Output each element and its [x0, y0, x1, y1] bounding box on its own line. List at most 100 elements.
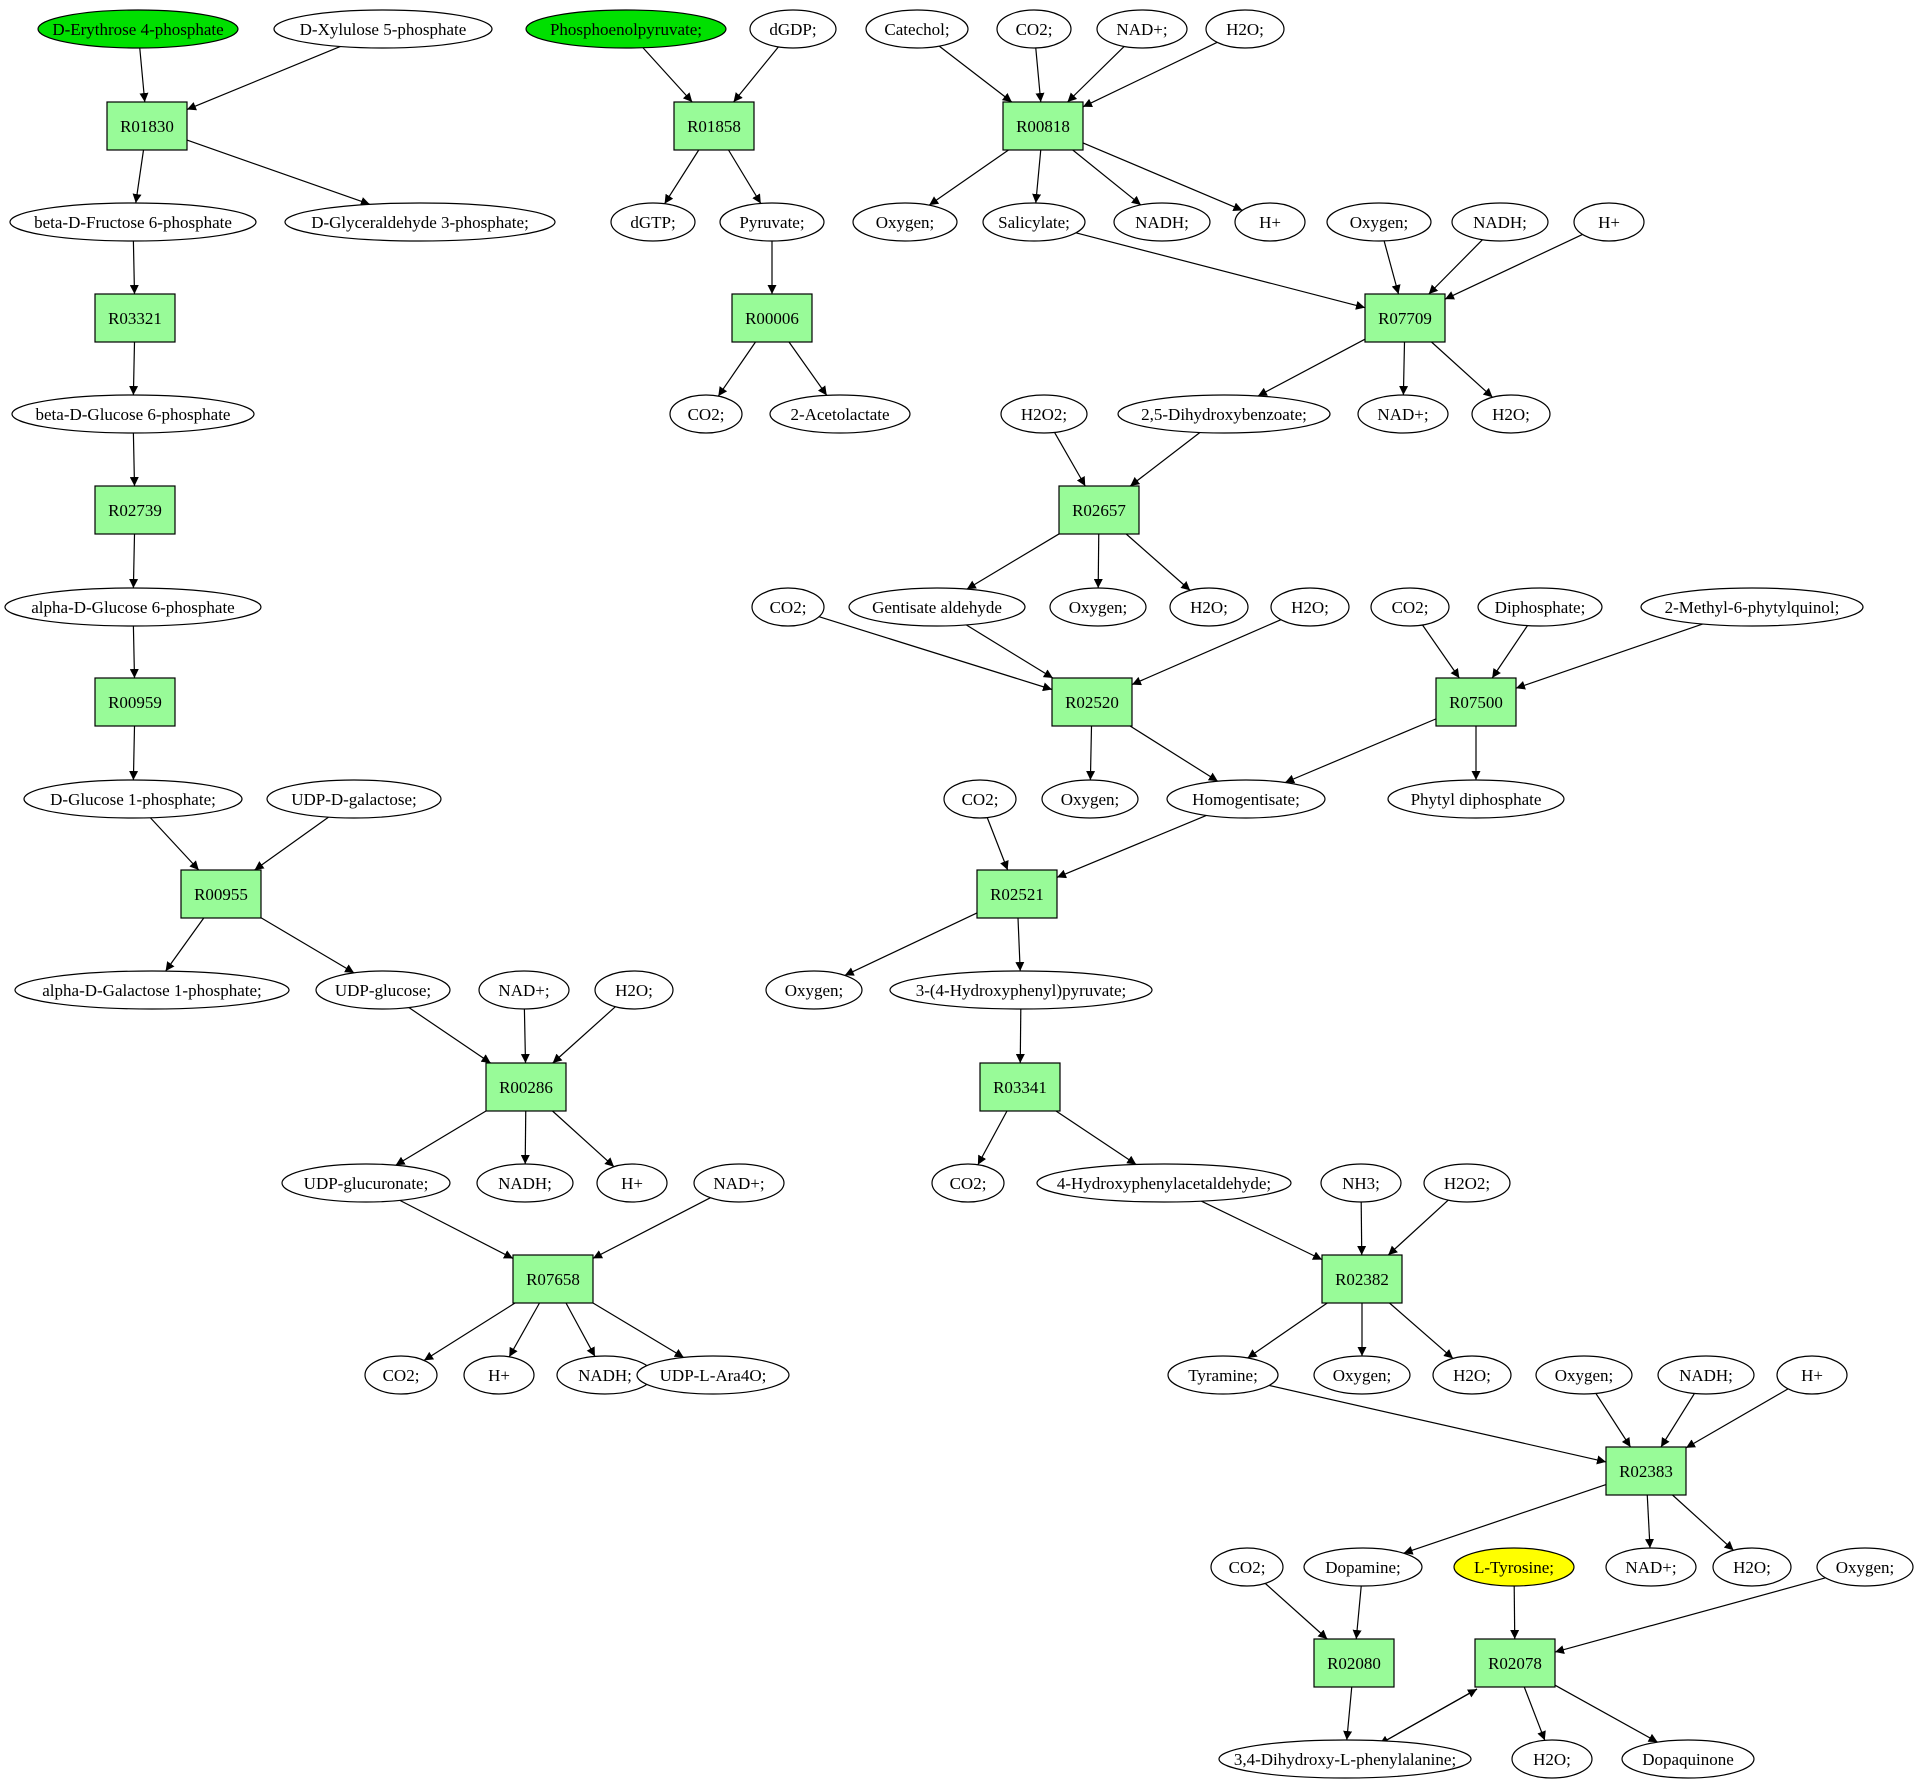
metabolite-ellipse	[1096, 9, 1188, 49]
metabolite-ellipse	[1453, 1547, 1575, 1587]
metabolite-label: Oxygen;	[1350, 213, 1409, 232]
edge-m37-to-r11	[1444, 233, 1583, 300]
reaction-node-r02520: R02520	[1051, 677, 1133, 727]
metabolite-label: H+	[1259, 213, 1281, 232]
metabolite-label: H2O2;	[1444, 1174, 1490, 1193]
metabolite-ellipse	[1166, 779, 1326, 819]
metabolite-node-oxygen: Oxygen;	[1313, 1355, 1411, 1395]
reaction-box	[976, 869, 1058, 919]
edge-r7-to-m20	[592, 1302, 685, 1358]
metabolite-label: H+	[621, 1174, 643, 1193]
metabolite-ellipse	[636, 1355, 790, 1395]
metabolite-node-oxygen: Oxygen;	[1049, 587, 1147, 627]
metabolite-ellipse	[669, 394, 743, 434]
edge-r6-to-m14	[520, 1110, 530, 1165]
metabolite-label: beta-D-Glucose 6-phosphate	[36, 405, 231, 424]
reaction-label: R02520	[1065, 693, 1119, 712]
metabolite-label: NAD+;	[498, 981, 549, 1000]
metabolite-label: CO2;	[962, 790, 999, 809]
reaction-node-r01830: R01830	[106, 101, 188, 151]
metabolite-ellipse	[1049, 587, 1147, 627]
metabolite-ellipse	[719, 202, 825, 242]
metabolite-ellipse	[1640, 587, 1864, 627]
metabolite-label: beta-D-Fructose 6-phosphate	[34, 213, 232, 232]
metabolite-node-3-4-hydroxyphenyl-pyruvate: 3-(4-Hydroxyphenyl)pyruvate;	[889, 970, 1153, 1010]
metabolite-ellipse	[1167, 1355, 1279, 1395]
metabolite-ellipse	[525, 9, 727, 49]
reaction-node-r02521: R02521	[976, 869, 1058, 919]
metabolite-ellipse	[315, 970, 451, 1010]
edge-m48-to-r14	[1491, 625, 1528, 679]
metabolite-node-co2: CO2;	[943, 779, 1017, 819]
metabolite-label: NAD+;	[713, 1174, 764, 1193]
reaction-box	[673, 101, 755, 151]
edge-m6-to-r4	[129, 625, 139, 679]
metabolite-node-oxygen: Oxygen;	[1041, 779, 1139, 819]
metabolite-label: Dopaquinone	[1642, 1750, 1734, 1769]
edge-m50-to-r15	[986, 817, 1009, 871]
reaction-node-r02739: R02739	[94, 485, 176, 535]
metabolite-ellipse	[765, 970, 863, 1010]
reaction-node-r00006: R00006	[731, 293, 813, 343]
metabolite-node-h: H+	[1573, 202, 1645, 242]
edge-r11-to-m40	[1399, 341, 1409, 396]
metabolite-node-alpha-d-glucose-6-phosphate: alpha-D-Glucose 6-phosphate	[4, 587, 262, 627]
metabolite-node-nadh: NADH;	[1113, 202, 1211, 242]
metabolite-label: dGDP;	[769, 20, 816, 39]
metabolite-ellipse	[23, 779, 243, 819]
metabolite-ellipse	[852, 202, 958, 242]
metabolite-node-diphosphate: Diphosphate;	[1477, 587, 1603, 627]
metabolite-node-nadh: NADH;	[476, 1163, 574, 1203]
reaction-node-r00959: R00959	[94, 677, 176, 727]
metabolite-node-co2: CO2;	[1210, 1547, 1284, 1587]
metabolite-label: NADH;	[1679, 1366, 1733, 1385]
metabolite-ellipse	[982, 202, 1086, 242]
reaction-label: R07658	[526, 1270, 580, 1289]
edge-r1-to-m4	[186, 139, 371, 206]
metabolite-node-h: H+	[1776, 1355, 1848, 1395]
edge-m10-to-r6	[408, 1007, 491, 1064]
metabolite-label: H2O2;	[1021, 405, 1067, 424]
metabolite-node-l-tyrosine: L-Tyrosine;	[1453, 1547, 1575, 1587]
edges-layer	[129, 41, 1826, 1745]
edge-r17-to-m62	[1389, 1302, 1454, 1359]
edge-r20-to-m73	[1523, 1686, 1546, 1741]
metabolite-label: Pyruvate;	[739, 213, 804, 232]
edge-r9-to-m26	[788, 341, 828, 396]
metabolite-ellipse	[1205, 9, 1285, 49]
reaction-node-r07500: R07500	[1435, 677, 1517, 727]
metabolite-node-h2o: H2O;	[1205, 9, 1285, 49]
metabolite-node-catechol: Catechol;	[865, 9, 969, 49]
reaction-box	[1002, 101, 1084, 151]
metabolite-node-udp-glucose: UDP-glucose;	[315, 970, 451, 1010]
metabolite-node-2-acetolactate: 2-Acetolactate	[769, 394, 911, 434]
metabolite-node-co2: CO2;	[751, 587, 825, 627]
metabolite-node-h2o: H2O;	[1169, 587, 1249, 627]
metabolite-label: Catechol;	[884, 20, 949, 39]
metabolite-ellipse	[1776, 1355, 1848, 1395]
metabolite-ellipse	[1169, 587, 1249, 627]
metabolite-node-2-5-dihydroxybenzoate: 2,5-Dihydroxybenzoate;	[1117, 394, 1331, 434]
metabolite-ellipse	[1477, 587, 1603, 627]
reaction-label: R03341	[993, 1078, 1047, 1097]
metabolite-node-3-4-dihydroxy-l-phenylalanine: 3,4-Dihydroxy-L-phenylalanine;	[1218, 1739, 1472, 1779]
metabolite-label: CO2;	[1392, 598, 1429, 617]
metabolite-node-h: H+	[1234, 202, 1306, 242]
metabolite-ellipse	[476, 1163, 574, 1203]
metabolite-ellipse	[37, 9, 239, 49]
metabolite-node-phytyl-diphosphate: Phytyl diphosphate	[1387, 779, 1565, 819]
metabolite-ellipse	[266, 779, 442, 819]
edge-m55-to-r16	[1015, 1008, 1025, 1064]
metabolite-node-co2: CO2;	[996, 9, 1072, 49]
reaction-box	[485, 1062, 567, 1112]
edge-m3-to-r2	[129, 240, 139, 295]
metabolite-ellipse	[1573, 202, 1645, 242]
metabolite-ellipse	[1657, 1355, 1755, 1395]
metabolite-ellipse	[749, 9, 837, 49]
metabolite-node-co2: CO2;	[364, 1355, 438, 1395]
metabolite-node-nadh: NADH;	[1657, 1355, 1755, 1395]
metabolite-ellipse	[364, 1355, 438, 1395]
metabolite-label: NAD+;	[1116, 20, 1167, 39]
edge-r3-to-m6	[129, 533, 139, 589]
metabolite-ellipse	[11, 394, 255, 434]
